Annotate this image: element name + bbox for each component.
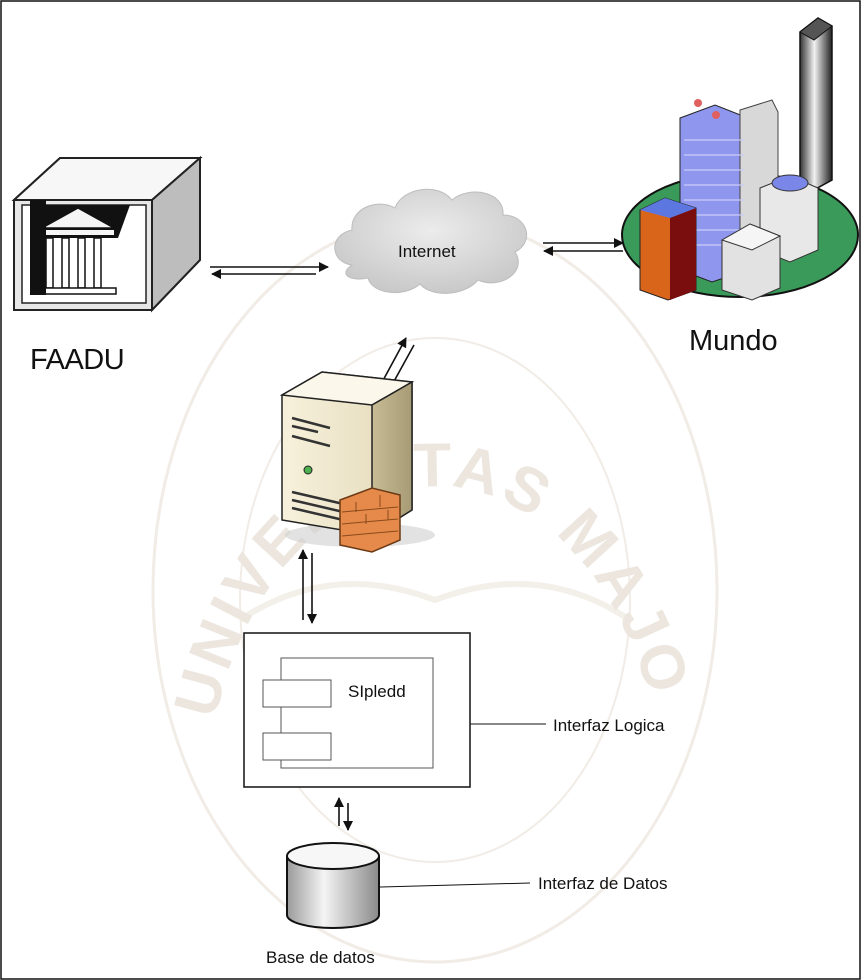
faadu-label: FAADU bbox=[30, 344, 125, 376]
interfaz-datos-leader bbox=[379, 882, 531, 888]
database-cylinder-icon bbox=[286, 842, 380, 929]
internet-cloud-icon bbox=[334, 188, 527, 294]
faadu-building-icon bbox=[11, 155, 203, 313]
sipledd-label: SIpledd bbox=[348, 682, 406, 701]
sipledd-component-box bbox=[243, 632, 471, 788]
server-firewall-icon bbox=[279, 371, 435, 553]
component-port-top bbox=[262, 679, 332, 708]
mundo-city-icon bbox=[621, 17, 859, 301]
interfaz-datos-label: Interfaz de Datos bbox=[538, 874, 668, 893]
internet-label: Internet bbox=[398, 242, 456, 261]
base-de-datos-label: Base de datos bbox=[266, 948, 375, 967]
mundo-label: Mundo bbox=[689, 325, 778, 357]
interfaz-logica-label: Interfaz Logica bbox=[553, 716, 665, 735]
component-port-bottom bbox=[262, 732, 332, 761]
